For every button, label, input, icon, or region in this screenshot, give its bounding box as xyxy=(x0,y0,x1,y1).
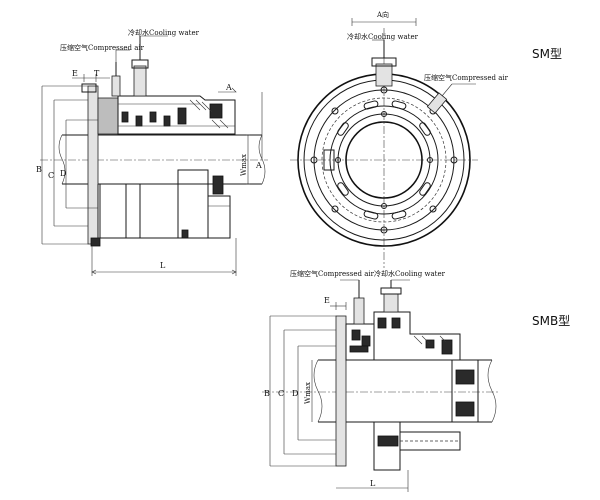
dim-d-smb: D xyxy=(292,389,298,398)
compressed-air-label-front: 压缩空气Compressed air xyxy=(424,73,509,82)
model-label-sm: SM型 xyxy=(532,47,562,61)
sm-front-view xyxy=(290,18,478,268)
view-arrow-label: A向 xyxy=(376,10,389,19)
dim-c-smb: C xyxy=(278,389,284,398)
dim-e-sm: E xyxy=(72,69,78,78)
sm-side-view xyxy=(40,35,268,276)
smb-side-view xyxy=(262,279,500,492)
model-label-smb: SMB型 xyxy=(532,314,570,328)
dim-wmax-smb: Wmax xyxy=(304,382,312,404)
dim-a-sm: A xyxy=(255,161,262,170)
dim-b-sm: B xyxy=(36,165,42,174)
dim-wmax-sm: Wmax xyxy=(240,154,248,176)
compressed-air-label-smb: 压缩空气Compressed air xyxy=(290,269,375,278)
dim-d-sm: D xyxy=(60,169,66,178)
compressed-air-label-sm: 压缩空气Compressed air xyxy=(60,43,145,52)
dim-e-smb: E xyxy=(324,296,330,305)
dim-b-smb: B xyxy=(264,389,270,398)
dim-a-arrow-sm: A xyxy=(225,83,232,92)
dim-l-sm: L xyxy=(160,261,166,270)
dim-t-sm: T xyxy=(94,69,100,78)
cooling-water-label-front: 冷却水Cooling water xyxy=(347,32,419,41)
cooling-water-label-sm: 冷却水Cooling water xyxy=(128,28,200,37)
cooling-water-label-smb: 冷却水Cooling water xyxy=(374,269,446,278)
dim-c-sm: C xyxy=(48,171,54,180)
dim-l-smb: L xyxy=(370,479,376,488)
